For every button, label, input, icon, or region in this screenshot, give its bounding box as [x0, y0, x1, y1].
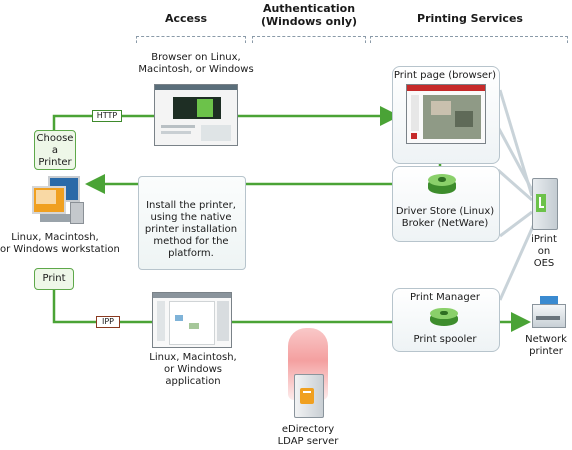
- iprint-caption: iPrint on OES: [531, 234, 557, 269]
- print-page-caption: Print page (browser): [393, 70, 497, 81]
- print-page-screenshot-icon: [406, 84, 486, 144]
- header-access: Access: [164, 12, 208, 25]
- print-box: Print: [34, 268, 74, 290]
- print-spooler-disk-icon: [430, 308, 458, 330]
- network-printer-caption: Network printer: [525, 334, 567, 357]
- ldap-server-icon: [294, 374, 324, 420]
- header-authentication: Authentication (Windows only): [260, 2, 358, 28]
- driver-store-caption: Driver Store (Linux) Broker (NetWare): [395, 206, 495, 229]
- http-flow-line: [52, 106, 400, 132]
- application-screenshot-icon: [152, 292, 232, 348]
- http-protocol-tag: HTTP: [92, 110, 122, 122]
- ipp-flow-line: [52, 290, 531, 332]
- driver-store-disk-icon: [428, 174, 456, 198]
- header-access-bracket: [136, 36, 246, 43]
- header-printing-services-bracket: [370, 36, 568, 43]
- application-caption: Linux, Macintosh, or Windows application: [149, 352, 237, 387]
- browser-caption: Browser on Linux, Macintosh, or Windows: [138, 52, 254, 75]
- header-authentication-bracket: [252, 36, 366, 43]
- network-printer-icon: [530, 296, 566, 332]
- print-spooler-caption: Print spooler: [413, 334, 477, 345]
- install-instructions-text: Install the printer, using the native pr…: [144, 200, 238, 259]
- choose-printer-box: Choose a Printer: [34, 130, 76, 170]
- ldap-server-caption: eDirectory LDAP server: [277, 424, 339, 447]
- server-tower-icon: [528, 178, 558, 232]
- header-printing-services: Printing Services: [417, 12, 523, 25]
- install-instructions-panel: [138, 176, 246, 270]
- print-manager-caption: Print Manager: [409, 292, 480, 303]
- ipp-protocol-tag: IPP: [96, 316, 120, 328]
- workstation-icon: [30, 176, 86, 230]
- workstation-caption: Linux, Macintosh, or Windows workstation: [0, 232, 120, 255]
- browser-screenshot-icon: [154, 84, 238, 146]
